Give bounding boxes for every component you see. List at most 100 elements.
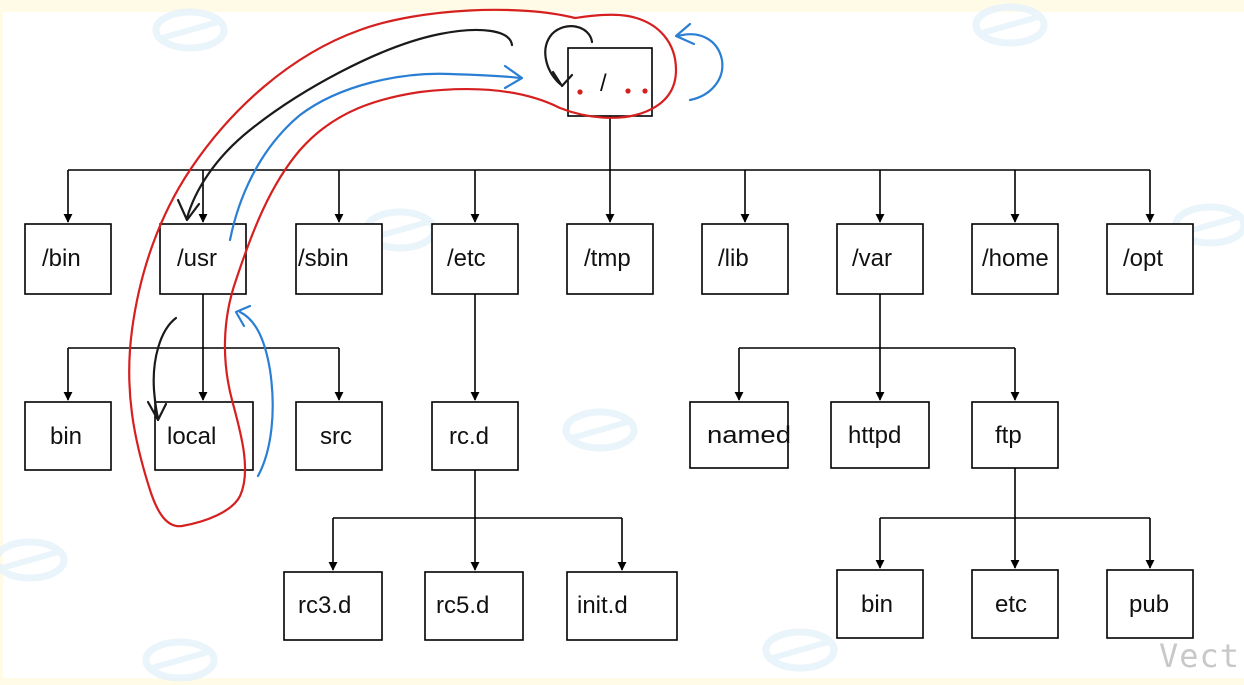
node-label-initd: init.d [577, 592, 628, 619]
hand-annotations [128, 8, 724, 528]
black-arrowhead-icon [176, 198, 201, 222]
node-ftp-bin: bin [836, 569, 924, 639]
watermark-layer [0, 3, 1244, 682]
watermark-slash-icon [151, 649, 209, 671]
watermark-slash-icon [1, 549, 59, 571]
node-var: /var [836, 223, 924, 295]
frame-bottom-strip [0, 678, 1244, 685]
black-curl-annotation [544, 25, 594, 86]
node-label-named: named [707, 422, 791, 449]
node-box [689, 401, 789, 469]
node-box [971, 569, 1059, 639]
node-opt: /opt [1106, 223, 1194, 295]
node-box [431, 401, 519, 471]
node-box [566, 223, 654, 295]
blue-arrow-annotation [228, 72, 522, 242]
node-label-opt: /opt [1123, 245, 1163, 272]
node-rcd: rc.d [431, 401, 519, 471]
node-local: local [154, 401, 254, 471]
red-loop-annotation [128, 8, 678, 528]
watermark-logo-icon [152, 8, 228, 52]
node-usr: /usr [159, 223, 247, 295]
level1-nodes: /bin /usr /sbin /etc /tmp /lib [24, 223, 1194, 295]
black-local-arrow-annotation [152, 316, 178, 420]
black-curl-arrowhead-icon [551, 70, 574, 88]
node-label-src: src [320, 423, 352, 450]
root-node-box [567, 47, 653, 117]
node-label-rcd: rc.d [449, 423, 489, 450]
node-label-sbin: /sbin [298, 245, 349, 272]
ftp-children: bin etc pub [836, 569, 1194, 639]
node-etc: /etc [431, 223, 519, 295]
red-dot-icon [625, 88, 631, 94]
watermark-slash-icon [771, 639, 829, 661]
var-children: named httpd ftp [689, 401, 1059, 469]
node-ftp: ftp [971, 401, 1059, 469]
black-arrow-annotation [185, 28, 514, 220]
node-rc5d: rc5.d [424, 571, 524, 641]
node-lib: /lib [701, 223, 789, 295]
node-label-ftp-bin: bin [861, 591, 893, 618]
node-tmp: /tmp [566, 223, 654, 295]
watermark-logo-icon [762, 628, 838, 672]
node-label-home: /home [982, 245, 1049, 272]
node-label-local: local [167, 423, 216, 450]
root-node: / [567, 47, 653, 117]
node-label-var: /var [852, 245, 892, 272]
node-ftp-pub: pub [1106, 569, 1194, 639]
corner-watermark-text: Vect [1158, 637, 1240, 675]
blue-local-arrow-annotation [238, 310, 274, 478]
node-box [295, 223, 383, 295]
watermark-slash-icon [981, 14, 1039, 36]
node-label-httpd: httpd [848, 422, 901, 449]
node-box [24, 401, 112, 471]
node-box [836, 569, 924, 639]
blue-arrowhead-icon [503, 64, 524, 90]
node-box [566, 571, 678, 641]
node-box [1106, 223, 1194, 295]
node-home: /home [971, 223, 1059, 295]
node-box [431, 223, 519, 295]
red-dot-icon [642, 88, 648, 94]
usr-children: bin local src [24, 401, 383, 471]
node-box [424, 571, 524, 641]
node-bin-root: /bin [24, 223, 112, 295]
node-label-usr-bin: bin [50, 423, 82, 450]
blue-loop-arrowhead-icon [674, 22, 696, 46]
watermark-logo-icon [142, 638, 218, 682]
root-node-label: / [600, 70, 607, 97]
node-box [24, 223, 112, 295]
tree-connectors [63, 116, 1155, 571]
node-box [295, 401, 383, 471]
watermark-logo-icon [972, 3, 1048, 47]
node-label-bin: /bin [42, 245, 81, 272]
node-label-ftp-etc: etc [995, 591, 1027, 618]
frame-left-strip [0, 0, 3, 685]
watermark-slash-icon [571, 419, 629, 441]
black-local-arrowhead-icon [146, 400, 168, 422]
frame-top-strip [0, 0, 1244, 12]
blue-self-loop-annotation [676, 33, 724, 102]
blue-local-arrowhead-icon [234, 304, 252, 328]
watermark-logo-icon [562, 408, 638, 452]
node-initd: init.d [566, 571, 678, 641]
node-box [830, 401, 930, 469]
node-label-lib: /lib [718, 245, 749, 272]
node-rc3d: rc3.d [283, 571, 383, 641]
node-usr-bin: bin [24, 401, 112, 471]
node-box [1106, 569, 1194, 639]
node-label-etc: /etc [447, 245, 486, 272]
watermark-logo-icon [0, 538, 68, 582]
node-src: src [295, 401, 383, 471]
node-box [971, 223, 1059, 295]
node-ftp-etc: etc [971, 569, 1059, 639]
node-label-rc5d: rc5.d [436, 592, 489, 619]
node-box [701, 223, 789, 295]
node-httpd: httpd [830, 401, 930, 469]
node-box [283, 571, 383, 641]
node-sbin: /sbin [295, 223, 383, 295]
red-dot-icon [577, 89, 583, 95]
node-label-tmp: /tmp [584, 245, 631, 272]
